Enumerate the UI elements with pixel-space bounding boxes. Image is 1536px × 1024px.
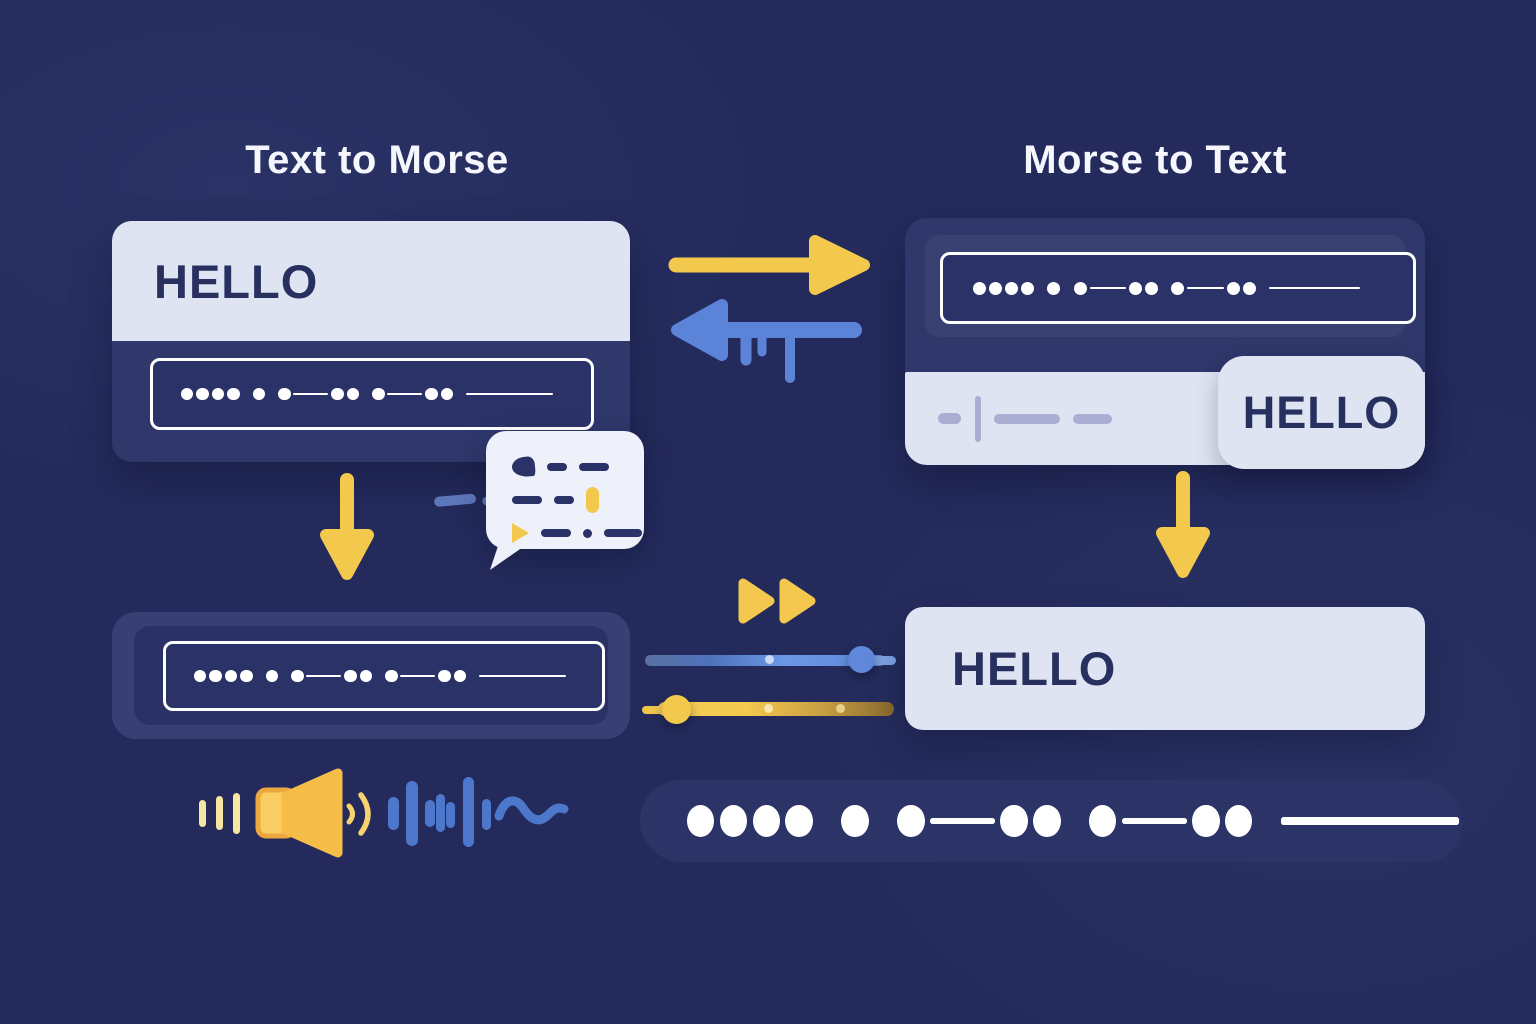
waveform-bar xyxy=(425,800,435,827)
fast-forward-icon[interactable] xyxy=(734,575,818,627)
arrow-down-icon xyxy=(1156,471,1210,578)
slider-track[interactable] xyxy=(658,702,894,716)
waveform-bar xyxy=(482,799,491,830)
sound-tick-bar xyxy=(199,800,206,827)
slider-thumb[interactable] xyxy=(848,646,875,673)
input-text-value: HELLO xyxy=(154,254,319,308)
waveform-bar xyxy=(436,794,445,832)
section-title-text-to-morse: Text to Morse xyxy=(245,138,509,182)
slider-marker xyxy=(765,655,774,664)
slider-marker xyxy=(764,704,773,713)
speech-bubble-icon xyxy=(486,431,644,549)
bubble-morse-row xyxy=(511,455,626,479)
waveform-bar xyxy=(406,781,418,846)
wave-line-icon xyxy=(494,796,569,825)
morse-output-area xyxy=(112,341,630,462)
morse-playback-box xyxy=(112,612,630,739)
decoded-text-tab: HELLO xyxy=(1218,356,1425,469)
speech-bubble-tail xyxy=(490,543,523,570)
waveform-bar xyxy=(463,777,474,847)
slider-remainder xyxy=(864,656,896,665)
decoded-text-box: HELLO xyxy=(905,607,1425,730)
sound-tick-bar xyxy=(216,796,223,830)
large-morse-display xyxy=(640,780,1462,862)
decoded-text-value: HELLO xyxy=(952,642,1117,695)
playback-slider-blue[interactable] xyxy=(642,646,900,674)
morse-output-field[interactable] xyxy=(150,358,594,430)
bubble-morse-row xyxy=(512,487,626,513)
morse-playback-field[interactable] xyxy=(163,641,605,711)
playback-slider-yellow[interactable] xyxy=(642,693,900,725)
faded-morse-marks xyxy=(938,372,1112,465)
waveform-bar xyxy=(446,802,455,828)
morse-input-field[interactable] xyxy=(940,252,1416,324)
section-title-morse-to-text: Morse to Text xyxy=(1023,138,1287,182)
sound-tick-bar xyxy=(233,793,240,834)
sound-waves-icon xyxy=(346,792,371,836)
arrow-right-icon xyxy=(668,235,870,295)
arrow-left-drip-icon xyxy=(671,299,862,383)
text-to-morse-card: HELLO xyxy=(112,221,630,462)
speaker-icon[interactable] xyxy=(254,766,350,860)
arrow-down-icon xyxy=(320,473,374,580)
slider-marker xyxy=(836,704,845,713)
text-input-area[interactable]: HELLO xyxy=(112,221,630,341)
bubble-morse-row xyxy=(512,521,642,545)
waveform-bar xyxy=(388,797,399,830)
decoded-text-value: HELLO xyxy=(1242,386,1401,438)
slider-thumb[interactable] xyxy=(662,695,691,724)
